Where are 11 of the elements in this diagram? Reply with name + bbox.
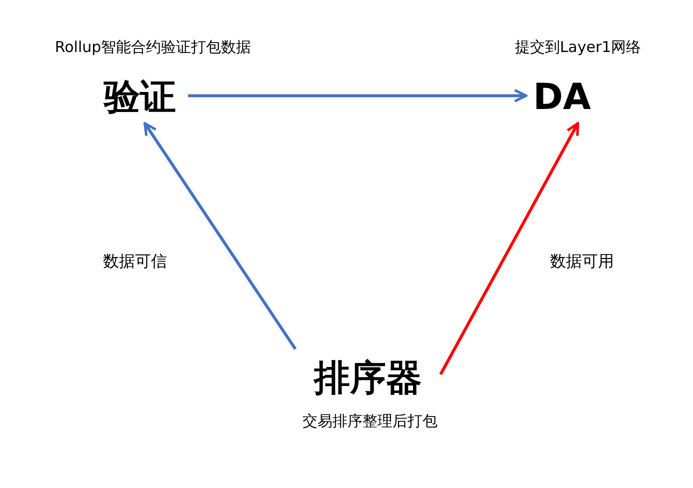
arrow [188,88,528,103]
node-caption: 交易排序整理后打包 [302,412,438,431]
edge-label: 数据可用 [550,252,614,272]
node-caption: Rollup智能合约验证打包数据 [54,38,252,57]
arrow [144,122,297,350]
arrow [439,122,580,376]
node-label: 排序器 [302,356,434,402]
edge-label: 数据可信 [103,252,167,272]
node-label: DA [526,75,598,121]
node-label: 验证 [92,75,188,121]
node-caption: 提交到Layer1网络 [514,38,642,57]
